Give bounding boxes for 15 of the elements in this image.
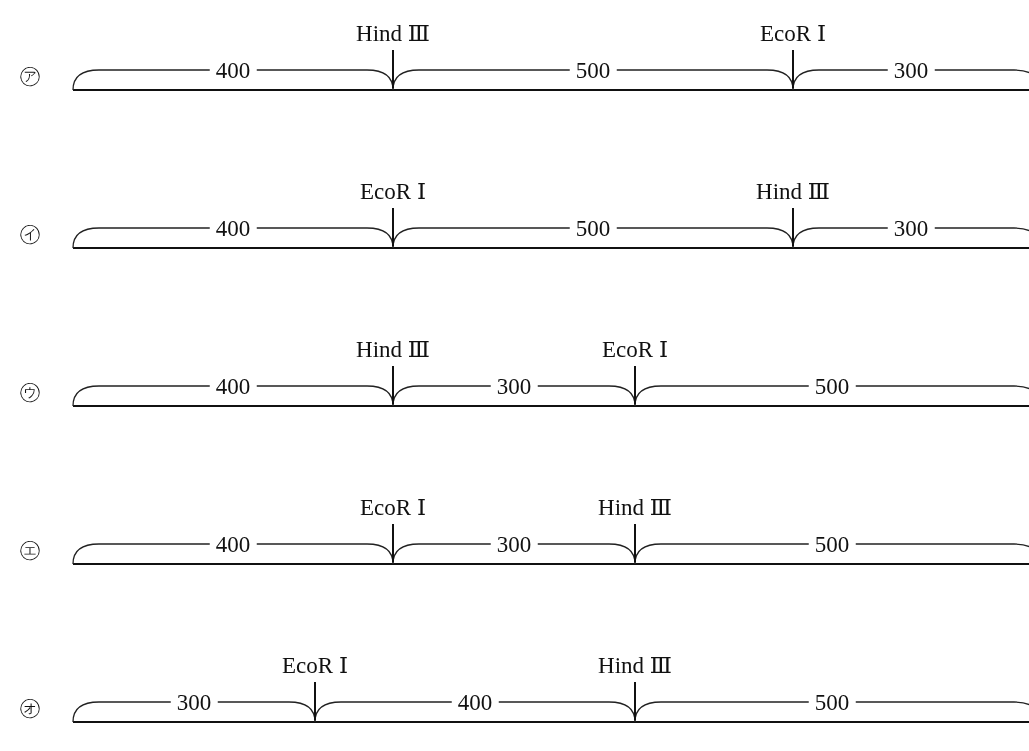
enzyme-name: EcoR Ⅰ (760, 21, 826, 45)
enzyme-name: Hind Ⅲ (356, 337, 430, 361)
option-marker: ㋒ (18, 381, 42, 403)
option-marker: ㋑ (18, 223, 42, 245)
option-marker: ㋔ (18, 697, 42, 719)
option-marker: ㋐ (18, 65, 42, 87)
enzyme-name: Hind Ⅲ (598, 495, 672, 519)
option-marker: ㋓ (18, 539, 42, 561)
enzyme-name: Hind Ⅲ (598, 653, 672, 677)
enzyme-name: Hind Ⅲ (756, 179, 830, 203)
enzyme-name: EcoR Ⅰ (360, 179, 426, 203)
enzyme-name: EcoR Ⅰ (360, 495, 426, 519)
enzyme-name: EcoR Ⅰ (602, 337, 668, 361)
enzyme-name: Hind Ⅲ (356, 21, 430, 45)
enzyme-name: EcoR Ⅰ (282, 653, 348, 677)
